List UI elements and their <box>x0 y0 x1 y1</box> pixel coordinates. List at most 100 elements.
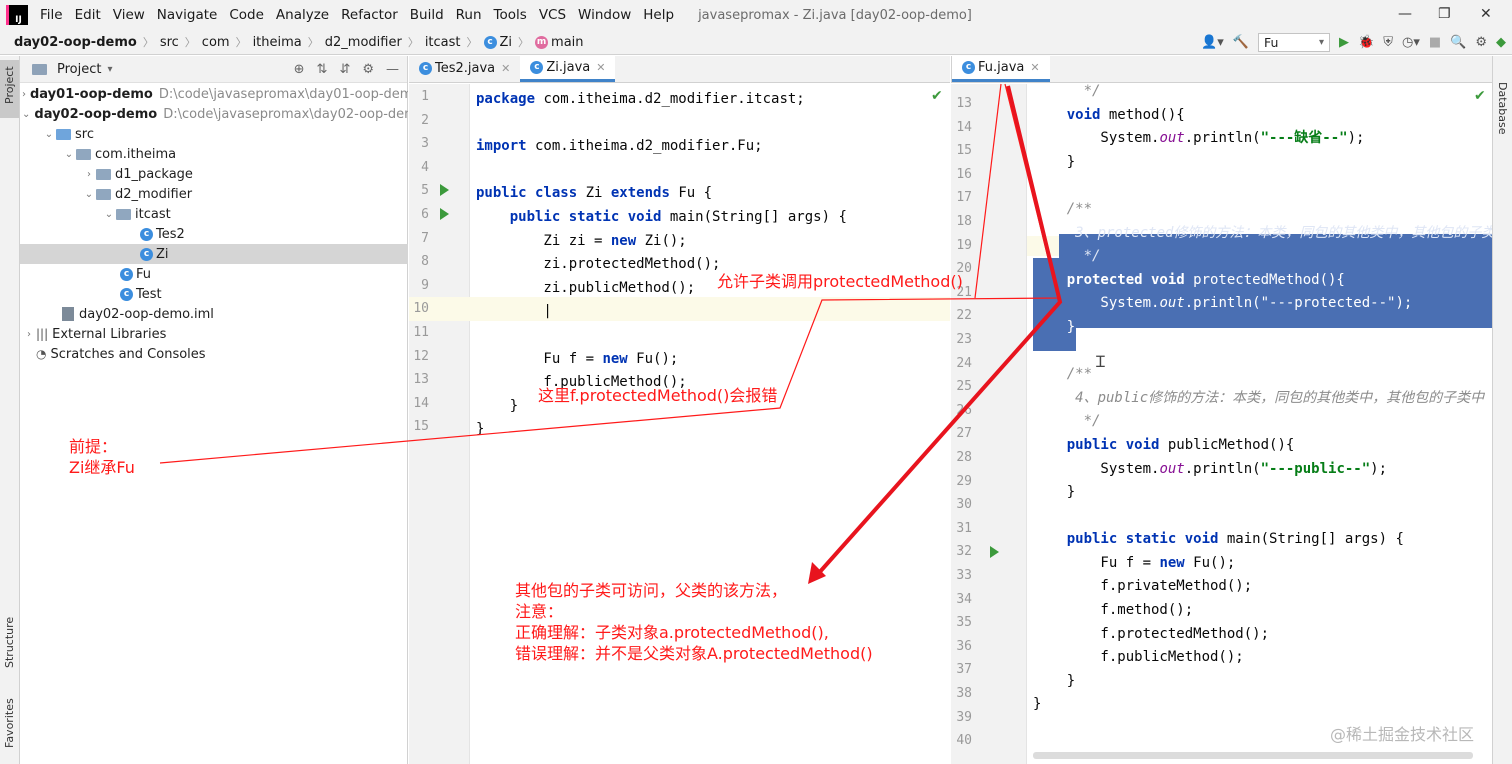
window-title: javasepromax - Zi.java [day02-oop-demo] <box>698 7 972 23</box>
tree-item-external-libraries[interactable]: › ||| External Libraries <box>20 324 408 344</box>
close-tab-icon[interactable]: ✕ <box>1030 60 1040 74</box>
class-icon: c <box>483 35 497 49</box>
tree-item-zi[interactable]: c Zi <box>20 244 408 264</box>
breadcrumb-com[interactable]: com <box>201 34 230 50</box>
line-number: 20 <box>956 261 972 277</box>
run-gutter-icon[interactable] <box>440 184 449 196</box>
run-configuration-select[interactable]: Fu ▾ <box>1258 33 1331 52</box>
profile-icon[interactable]: ◷▾ <box>1401 35 1420 50</box>
tab-zi[interactable]: c Zi.java ✕ <box>520 55 616 82</box>
run-gutter-icon[interactable] <box>440 208 449 220</box>
tree-item-day01[interactable]: › day01-oop-demo D:\code\javasepromax\da… <box>22 86 408 102</box>
breadcrumb-itcast[interactable]: itcast <box>424 34 461 50</box>
project-tool-tab[interactable] <box>0 60 19 118</box>
tree-item-tes2[interactable]: c Tes2 <box>20 224 408 244</box>
stop-icon[interactable]: ■ <box>1428 35 1442 50</box>
fu-java-code[interactable]: */ void method(){ System.out.println("--… <box>1033 84 1492 713</box>
chevron-right-icon: 〉 <box>466 36 478 49</box>
breadcrumb-d2-modifier[interactable]: d2_modifier <box>324 34 402 50</box>
right-editor-tabbar: c Fu.java ✕ <box>951 55 1492 83</box>
project-panel: Project ▾ ⊕ ⇅ ⇵ ⚙ — › day01-oop-demo D:\… <box>20 56 408 764</box>
line-number: 28 <box>956 450 972 465</box>
close-icon[interactable]: ✕ <box>1480 6 1492 22</box>
chevron-right-icon: 〉 <box>407 36 419 49</box>
menu-analyze[interactable]: Analyze <box>275 7 330 23</box>
line-number: 17 <box>956 190 972 206</box>
breadcrumb-project[interactable]: day02-oop-demo <box>14 34 137 50</box>
chevron-right-icon[interactable]: › <box>22 88 26 100</box>
menu-edit[interactable]: Edit <box>74 7 101 23</box>
method-icon: m <box>535 35 549 49</box>
zi-java-code[interactable]: package com.itheima.d2_modifier.itcast; … <box>476 91 847 438</box>
project-view-select[interactable]: Project <box>57 61 102 77</box>
breadcrumb-itheima[interactable]: itheima <box>252 34 302 50</box>
debug-icon[interactable]: 🐞 <box>1358 35 1375 50</box>
selection-highlight <box>1033 328 1076 351</box>
fu-java-code-viewport: */ void method(){ System.out.println("--… <box>1033 84 1492 754</box>
menu-refactor[interactable]: Refactor <box>341 7 398 23</box>
build-hammer-icon[interactable]: 🔨 <box>1232 35 1250 50</box>
chevron-down-icon[interactable]: ⌄ <box>64 148 74 160</box>
expand-all-icon[interactable]: ⇅ <box>316 62 328 77</box>
check-icon: ✔ <box>931 88 943 104</box>
chevron-right-icon: 〉 <box>307 36 319 49</box>
chevron-right-icon: 〉 <box>142 36 154 49</box>
tab-fu[interactable]: c Fu.java ✕ <box>952 55 1050 82</box>
tree-item-d2-modifier[interactable]: ⌄ d2_modifier <box>20 184 408 204</box>
allow-pointer-line <box>974 83 1002 299</box>
package-icon <box>96 168 111 180</box>
collapse-all-icon[interactable]: ⇵ <box>339 62 351 77</box>
class-icon: c <box>140 247 153 261</box>
menu-run[interactable]: Run <box>455 7 482 23</box>
maximize-icon[interactable]: ❐ <box>1438 6 1451 22</box>
menu-vcs[interactable]: VCS <box>538 7 567 23</box>
tree-item-src[interactable]: ⌄ src <box>20 124 408 144</box>
gear-icon[interactable]: ⚙ <box>1475 35 1487 50</box>
tree-item-day02[interactable]: ⌄ day02-oop-demo D:\code\javasepromax\da… <box>22 106 408 122</box>
chevron-down-icon[interactable]: ⌄ <box>44 128 54 140</box>
tree-item-scratches[interactable]: ◔ Scratches and Consoles <box>36 346 206 362</box>
menu-window[interactable]: Window <box>578 7 632 23</box>
close-tab-icon[interactable]: ✕ <box>596 60 606 74</box>
locate-icon[interactable]: ⊕ <box>293 62 305 77</box>
tree-item-fu[interactable]: c Fu <box>20 264 408 284</box>
search-icon[interactable]: 🔍 <box>1450 35 1467 50</box>
chevron-down-icon[interactable]: ⌄ <box>104 208 114 220</box>
close-tab-icon[interactable]: ✕ <box>501 62 511 75</box>
run-icon[interactable]: ▶ <box>1339 35 1350 50</box>
line-number: 24 <box>956 355 972 371</box>
coverage-icon[interactable]: ⛨ <box>1383 35 1393 50</box>
plugin-icon[interactable]: ◆ <box>1496 35 1506 50</box>
menu-view[interactable]: View <box>112 7 145 23</box>
hide-icon[interactable]: — <box>386 62 399 77</box>
menu-help[interactable]: Help <box>643 7 675 23</box>
breadcrumb-src[interactable]: src <box>159 34 179 50</box>
chevron-right-icon[interactable]: › <box>87 168 91 180</box>
tree-item-test[interactable]: c Test <box>20 284 408 304</box>
menu-build[interactable]: Build <box>409 7 444 23</box>
tab-tes2[interactable]: c Tes2.java ✕ <box>409 55 520 82</box>
tree-item-iml[interactable]: day02-oop-demo.iml <box>20 304 408 324</box>
menu-code[interactable]: Code <box>229 7 264 23</box>
chevron-down-icon[interactable]: ⌄ <box>22 108 31 120</box>
horizontal-scrollbar[interactable] <box>1033 752 1473 759</box>
minimize-icon[interactable]: — <box>1398 6 1412 22</box>
menu-bar: IJ File Edit View Navigate Code Analyze … <box>0 0 1512 30</box>
user-icon[interactable]: 👤▾ <box>1201 35 1224 50</box>
tree-item-com-itheima[interactable]: ⌄ com.itheima <box>20 144 408 164</box>
chevron-right-icon[interactable]: › <box>27 328 31 340</box>
tree-item-itcast[interactable]: ⌄ itcast <box>20 204 408 224</box>
menu-tools[interactable]: Tools <box>493 7 527 23</box>
run-gutter-icon[interactable] <box>990 546 999 558</box>
chevron-down-icon[interactable]: ▾ <box>107 63 113 75</box>
project-panel-header: Project ▾ ⊕ ⇅ ⇵ ⚙ — <box>20 56 407 83</box>
line-number: 32 <box>956 544 972 560</box>
menu-navigate[interactable]: Navigate <box>156 7 218 23</box>
gear-icon[interactable]: ⚙ <box>362 62 374 77</box>
menu-file[interactable]: File <box>40 7 63 23</box>
tree-item-d1-package[interactable]: › d1_package <box>20 164 408 184</box>
line-number: 13 <box>956 96 972 111</box>
chevron-down-icon[interactable]: ⌄ <box>84 188 94 200</box>
